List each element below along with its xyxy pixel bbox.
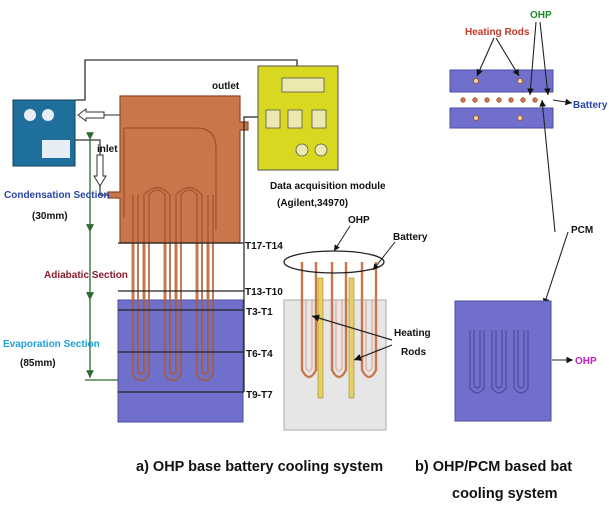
- battery-right-label: Battery: [573, 100, 608, 111]
- condenser-block: [107, 95, 249, 244]
- inlet-label: inlet: [97, 144, 118, 155]
- daq-model-label: (Agilent,34970): [277, 198, 348, 209]
- pcm-block: [454, 300, 552, 422]
- panel-b: Heating Rods OHP Battery PCM OHP: [449, 10, 608, 422]
- inset-battery-label: Battery: [393, 232, 428, 243]
- evaporation-section-label: Evaporation Section: [3, 339, 100, 350]
- t17-t14-label: T17-T14: [245, 241, 283, 252]
- t3-t1-label: T3-T1: [246, 307, 273, 318]
- outlet-label: outlet: [212, 81, 240, 92]
- ohp-bottom-right-label: OHP: [575, 356, 597, 367]
- heating-rods-label: Heating Rods: [465, 27, 530, 38]
- daq-label: Data acquisition module: [270, 181, 386, 192]
- caption-a: a) OHP base battery cooling system: [136, 459, 383, 475]
- loop-pipe-top: [75, 59, 298, 101]
- inset-rods-label: Rods: [401, 347, 426, 358]
- t13-t10-label: T13-T10: [245, 287, 283, 298]
- chiller-unit: [12, 99, 76, 167]
- panel-a: outlet inlet Condensation Section (30mm)…: [3, 59, 386, 423]
- section-brackets: [85, 132, 118, 381]
- heating-rod-dots: [472, 78, 524, 122]
- pcm-label: PCM: [571, 225, 593, 236]
- pcm-ohp-tubes: [469, 330, 529, 394]
- condensation-length-label: (30mm): [32, 211, 68, 222]
- evaporation-length-label: (85mm): [20, 358, 56, 369]
- thermocouple-lines: [118, 242, 244, 393]
- battery-bottom-plate: [449, 107, 554, 129]
- t6-t4-label: T6-T4: [246, 349, 273, 360]
- daq-module: [257, 65, 339, 171]
- t9-t7-label: T9-T7: [246, 390, 273, 401]
- outlet-arrow: [77, 108, 105, 122]
- condenser-channel: [123, 127, 217, 230]
- battery-inset: OHP Battery Heating Rods: [283, 215, 431, 431]
- caption-b-line2: cooling system: [452, 486, 558, 502]
- caption-b-line1: b) OHP/PCM based bat: [415, 459, 572, 475]
- condensation-section-label: Condensation Section: [4, 190, 110, 201]
- inset-heating-label: Heating: [394, 328, 431, 339]
- inlet-arrow: [93, 154, 107, 187]
- adiabatic-section-label: Adiabatic Section: [44, 270, 128, 281]
- inset-ohp-label: OHP: [348, 215, 370, 226]
- battery-top-plate: [449, 69, 554, 93]
- ohp-top-label: OHP: [530, 10, 552, 21]
- ohp-tubes: [132, 186, 214, 382]
- daq-wire: [243, 116, 258, 392]
- ohp-dots: [460, 97, 538, 103]
